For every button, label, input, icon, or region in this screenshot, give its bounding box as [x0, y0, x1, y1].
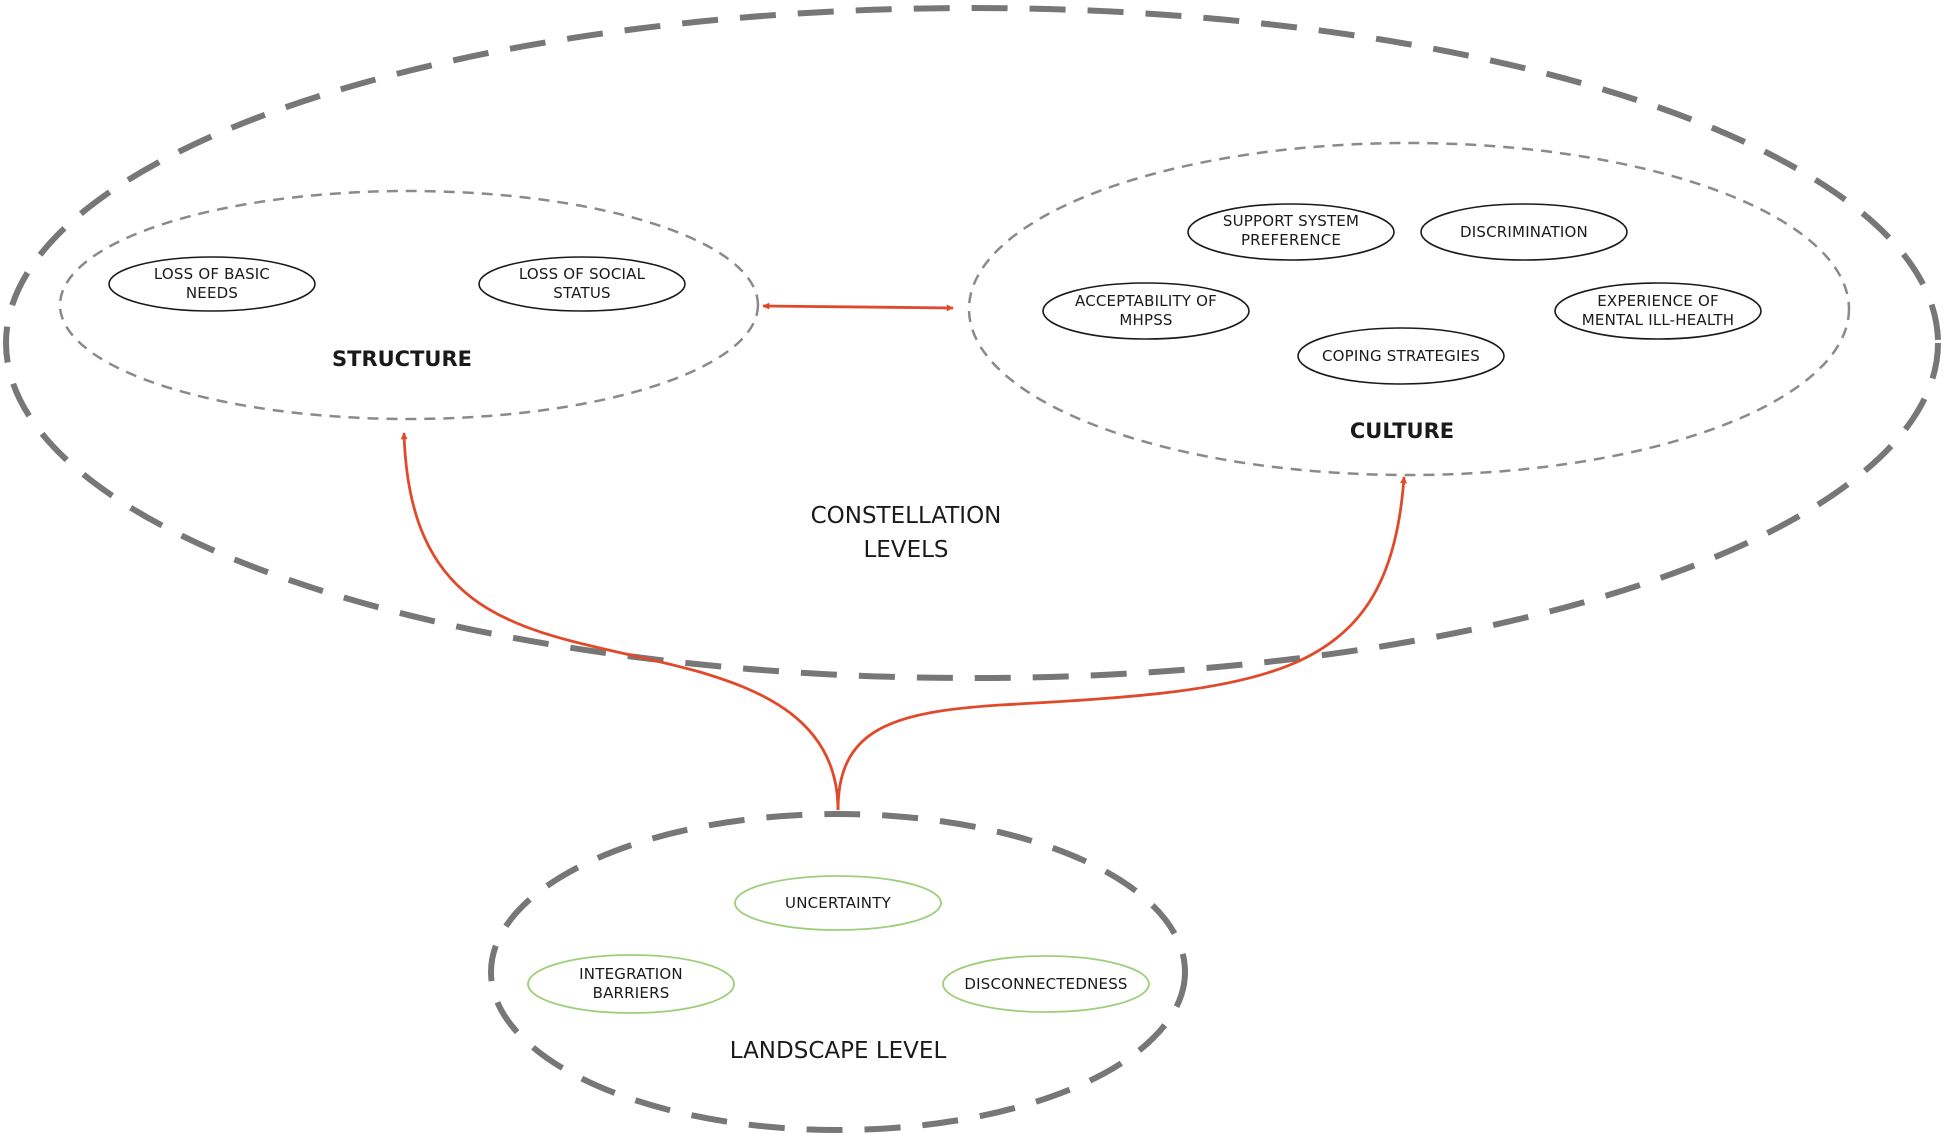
node-acceptability-of-mhpss: ACCEPTABILITY OF MHPSS	[1042, 282, 1250, 340]
structure-boundary	[58, 189, 760, 421]
node-label-line2: PREFERENCE	[1241, 231, 1341, 249]
node-loss-of-basic-needs: LOSS OF BASIC NEEDS	[108, 256, 316, 312]
node-uncertainty: UNCERTAINTY	[734, 875, 942, 931]
arrow-structure-culture	[762, 302, 954, 312]
node-label-line1: DISCONNECTEDNESS	[964, 975, 1127, 993]
arrow-landscape-to-culture	[836, 476, 1408, 811]
node-label-line1: COPING STRATEGIES	[1322, 347, 1480, 365]
constellation-label-line2: LEVELS	[863, 537, 948, 563]
landscape-group: UNCERTAINTY INTEGRATION BARRIERS DISCONN…	[488, 811, 1188, 1133]
node-experience-of-mental-ill-health: EXPERIENCE OF MENTAL ILL-HEALTH	[1554, 282, 1762, 340]
node-label-line1: LOSS OF SOCIAL	[519, 265, 646, 283]
node-label-line1: INTEGRATION	[579, 965, 683, 983]
node-coping-strategies: COPING STRATEGIES	[1297, 327, 1505, 385]
landscape-label: LANDSCAPE LEVEL	[730, 1038, 947, 1064]
node-ellipse	[1042, 282, 1250, 340]
node-discrimination: DISCRIMINATION	[1420, 203, 1628, 261]
node-ellipse	[108, 256, 316, 312]
culture-boundary	[967, 141, 1851, 477]
node-ellipse	[942, 955, 1150, 1013]
node-ellipse	[734, 875, 942, 931]
arrow-landscape-to-structure	[400, 432, 840, 811]
structure-title: STRUCTURE	[332, 347, 472, 371]
structure-group: LOSS OF BASIC NEEDS LOSS OF SOCIAL STATU…	[58, 189, 760, 421]
node-label-line1: LOSS OF BASIC	[154, 265, 270, 283]
node-label-line2: NEEDS	[186, 284, 238, 302]
node-label-line1: ACCEPTABILITY OF	[1075, 292, 1217, 310]
landscape-boundary	[488, 811, 1188, 1133]
node-label-line2: MHPSS	[1119, 311, 1172, 329]
node-label-line2: BARRIERS	[593, 984, 670, 1002]
node-ellipse	[1420, 203, 1628, 261]
node-label-line2: STATUS	[553, 284, 610, 302]
culture-title: CULTURE	[1350, 419, 1454, 443]
node-label-line1: UNCERTAINTY	[785, 894, 892, 912]
node-ellipse	[1297, 327, 1505, 385]
constellation-label-line1: CONSTELLATION	[811, 503, 1002, 529]
node-ellipse	[1187, 203, 1395, 261]
node-ellipse	[1554, 282, 1762, 340]
node-ellipse	[478, 256, 686, 312]
node-label-line1: SUPPORT SYSTEM	[1223, 212, 1359, 230]
culture-group: SUPPORT SYSTEM PREFERENCE DISCRIMINATION…	[967, 141, 1851, 477]
constellation-boundary	[3, 5, 1941, 681]
node-label-line1: EXPERIENCE OF	[1597, 292, 1719, 310]
node-support-system-preference: SUPPORT SYSTEM PREFERENCE	[1187, 203, 1395, 261]
node-ellipse	[527, 954, 735, 1014]
node-label-line2: MENTAL ILL-HEALTH	[1582, 311, 1734, 329]
node-integration-barriers: INTEGRATION BARRIERS	[527, 954, 735, 1014]
node-disconnectedness: DISCONNECTEDNESS	[942, 955, 1150, 1013]
node-loss-of-social-status: LOSS OF SOCIAL STATUS	[478, 256, 686, 312]
node-label-line1: DISCRIMINATION	[1460, 223, 1588, 241]
